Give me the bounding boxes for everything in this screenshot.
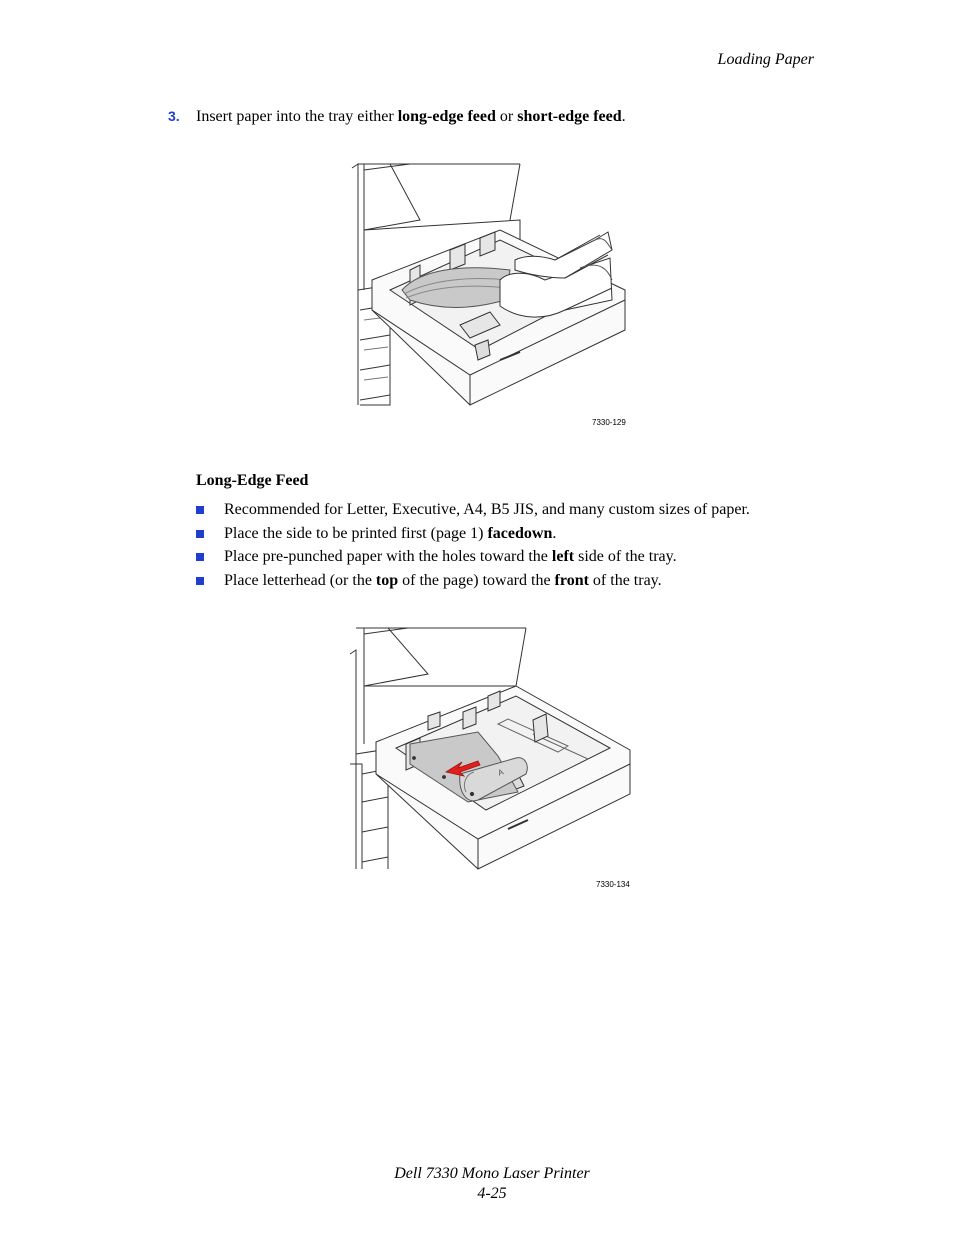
bullet-bold-2: front [554,571,589,589]
list-item: Place letterhead (or the top of the page… [196,569,750,593]
section-heading-long-edge-feed: Long-Edge Feed [196,472,309,489]
step-number: 3. [168,108,180,124]
printer-tray-illustration-1 [351,163,626,406]
step-bold-long-edge: long-edge feed [397,108,496,125]
long-edge-bullet-list: Recommended for Letter, Executive, A4, B… [196,498,750,592]
footer-page-number: 4-25 [477,1185,507,1202]
bullet-text-after: side of the tray. [574,548,677,565]
bullet-text-middle: of the page) toward the [398,571,555,589]
bullet-text-before: Place letterhead (or the [224,571,376,589]
blue-square-bullet-icon [196,553,204,561]
list-item: Place pre-punched paper with the holes t… [196,545,750,569]
bullet-bold: top [375,571,399,589]
bullet-text-after: . [552,524,557,542]
bullet-text-after: of the tray. [588,571,662,589]
blue-square-bullet-icon [196,576,204,585]
figure-long-edge-insert: 7330-129 [350,160,640,430]
blue-square-bullet-icon [196,529,204,538]
list-item: Recommended for Letter, Executive, A4, B… [196,498,750,522]
figure-long-edge-orientation: A 7330-134 [348,624,640,894]
page-header-title: Loading Paper [717,51,814,68]
bullet-bold: left [551,548,575,565]
page-footer: Dell 7330 Mono Laser Printer 4-25 [0,1164,954,1204]
footer-product: Dell 7330 Mono Laser Printer [394,1165,590,1182]
figure-code-2: 7330-134 [596,880,630,889]
printer-tray-illustration-2 [349,627,631,870]
bullet-bold: facedown [487,524,553,542]
figure-code-1: 7330-129 [592,418,626,427]
bullet-text-before: Place pre-punched paper with the holes t… [224,548,552,565]
blue-square-bullet-icon [196,506,204,514]
step-bold-short-edge: short-edge feed [517,108,622,125]
bullet-text-before: Place the side to be printed first (page… [224,524,488,542]
bullet-text: Recommended for Letter, Executive, A4, B… [224,501,750,518]
step-3: 3. Insert paper into the tray either long… [168,108,626,126]
step-text-middle: or [495,108,518,125]
list-item: Place the side to be printed first (page… [196,522,750,546]
step-text-after: . [621,108,626,125]
step-text-before: Insert paper into the tray either [196,108,398,125]
